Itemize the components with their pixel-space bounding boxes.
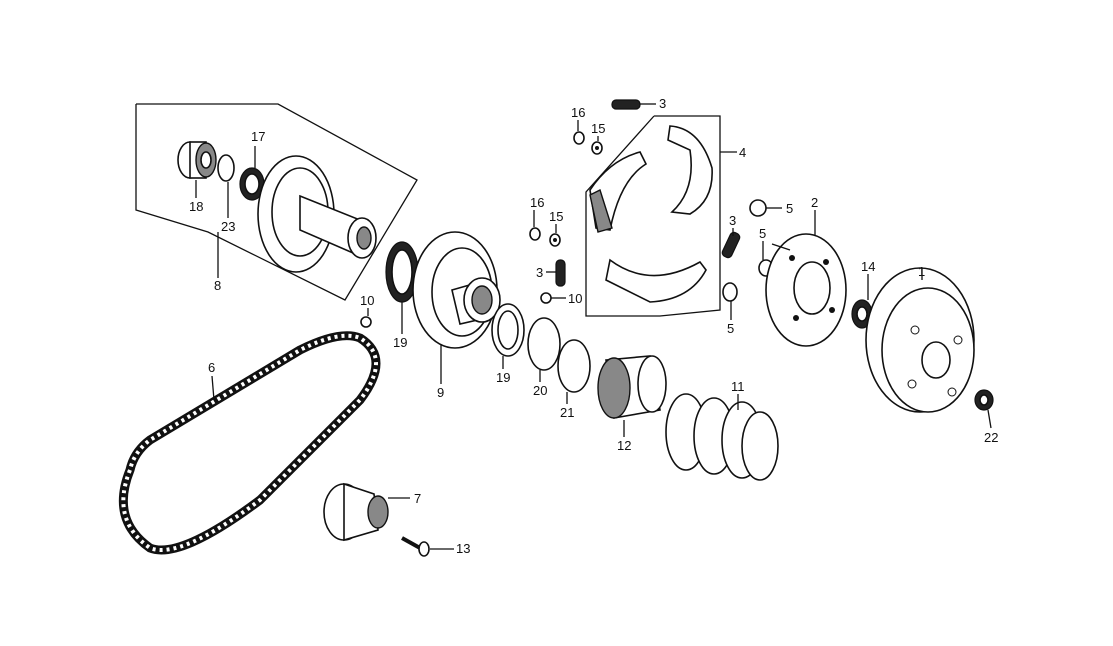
callout: 2 bbox=[811, 195, 818, 210]
callout: 21 bbox=[560, 405, 574, 420]
part-driven-face-8 bbox=[257, 155, 377, 273]
callout: 19 bbox=[496, 370, 510, 385]
callout-labels: 3 16 15 4 17 18 23 8 16 15 3 10 5 3 2 5 … bbox=[189, 96, 998, 556]
callout: 18 bbox=[189, 199, 203, 214]
callout: 16 bbox=[530, 195, 544, 210]
part-clutch-outer-1 bbox=[865, 267, 975, 413]
part-small-15-top bbox=[591, 136, 603, 155]
callout: 5 bbox=[786, 201, 793, 216]
part-bush-5a bbox=[749, 199, 782, 217]
part-spring-3-top bbox=[611, 99, 656, 110]
part-oring-20 bbox=[527, 317, 561, 382]
part-clutch-shoes-4 bbox=[589, 125, 713, 303]
callout: 17 bbox=[251, 129, 265, 144]
part-spring-3-mid bbox=[546, 259, 566, 287]
callout: 14 bbox=[861, 259, 875, 274]
part-collar-12 bbox=[597, 355, 667, 437]
callout: 1 bbox=[918, 264, 925, 279]
part-bolt-13 bbox=[401, 536, 454, 557]
callout: 12 bbox=[617, 438, 631, 453]
part-drive-plate-2 bbox=[765, 210, 847, 347]
part-seal-19a bbox=[385, 241, 419, 334]
callout: 15 bbox=[591, 121, 605, 136]
callout: 6 bbox=[208, 360, 215, 375]
part-small-16-top bbox=[573, 120, 585, 145]
callout: 3 bbox=[659, 96, 666, 111]
part-small-15-mid bbox=[549, 224, 561, 247]
part-face-7 bbox=[323, 482, 410, 542]
group-outline-4 bbox=[585, 115, 737, 317]
part-spring-11 bbox=[665, 393, 779, 481]
callout: 11 bbox=[731, 379, 745, 394]
callout: 5 bbox=[759, 226, 766, 241]
part-spring-3-right bbox=[721, 228, 741, 259]
callout: 8 bbox=[214, 278, 221, 293]
callout: 10 bbox=[360, 293, 374, 308]
callout: 19 bbox=[393, 335, 407, 350]
callout: 3 bbox=[729, 213, 736, 228]
part-seal-19b bbox=[491, 303, 525, 369]
callout: 20 bbox=[533, 383, 547, 398]
part-nut-22 bbox=[974, 389, 994, 429]
part-drive-belt-6 bbox=[118, 331, 381, 555]
part-nut-10-mid bbox=[540, 292, 566, 304]
callout: 7 bbox=[414, 491, 421, 506]
part-nut-14 bbox=[851, 274, 873, 329]
callout: 22 bbox=[984, 430, 998, 445]
callout: 23 bbox=[221, 219, 235, 234]
callout: 9 bbox=[437, 385, 444, 400]
part-bush-5c bbox=[722, 282, 738, 320]
part-oring-21 bbox=[557, 339, 591, 404]
group-outline-8 bbox=[135, 103, 418, 301]
callout: 16 bbox=[571, 105, 585, 120]
part-bearing-17 bbox=[239, 146, 265, 201]
callout: 4 bbox=[739, 145, 746, 160]
part-movable-face-9 bbox=[412, 231, 501, 384]
callout: 10 bbox=[568, 291, 582, 306]
callout: 3 bbox=[536, 265, 543, 280]
callout: 5 bbox=[727, 321, 734, 336]
callout: 15 bbox=[549, 209, 563, 224]
part-small-16-mid bbox=[529, 210, 541, 241]
callout: 13 bbox=[456, 541, 470, 556]
part-ring-23 bbox=[217, 154, 235, 218]
part-collar-18 bbox=[177, 141, 217, 198]
part-nut-10 bbox=[360, 308, 372, 328]
